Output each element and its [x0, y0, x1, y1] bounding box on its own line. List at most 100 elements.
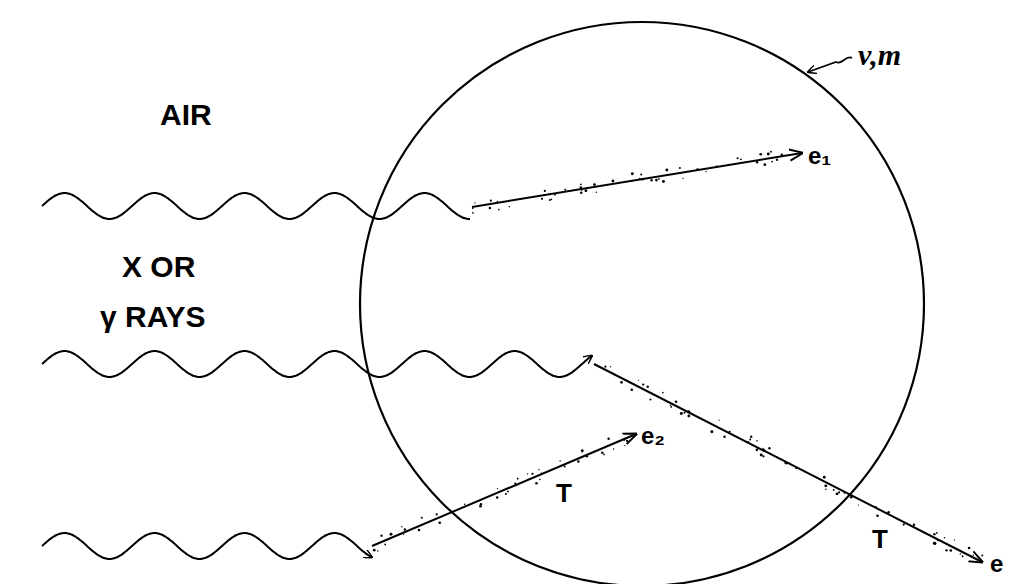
- ionization-dot: [933, 542, 936, 545]
- ionization-dot: [719, 419, 720, 420]
- ionization-dot: [384, 544, 386, 546]
- ionization-dot: [675, 400, 678, 403]
- ionization-dot: [377, 550, 379, 552]
- ionization-dot: [505, 493, 507, 495]
- ionization-dot: [624, 445, 625, 446]
- ionization-dot: [795, 467, 797, 469]
- ionization-dot: [903, 523, 905, 525]
- ionization-dot: [825, 489, 827, 491]
- ionization-dot: [421, 517, 423, 519]
- ionization-dot: [496, 496, 499, 499]
- ionization-dot: [824, 484, 827, 487]
- ionization-dot: [763, 163, 766, 166]
- ionization-dot: [729, 431, 731, 433]
- ionization-dot: [586, 455, 589, 458]
- ionization-dot: [507, 490, 509, 492]
- ionization-dot: [850, 496, 853, 499]
- ionization-dot: [613, 448, 615, 450]
- photon-wave: [42, 351, 592, 377]
- ionization-dot: [887, 511, 890, 514]
- ionization-dot: [687, 415, 690, 418]
- ionization-dot: [968, 547, 971, 550]
- ionization-dot: [949, 549, 952, 552]
- ionization-dot: [944, 537, 946, 539]
- ionization-dot: [696, 168, 699, 171]
- ionization-dot: [756, 161, 758, 163]
- ionization-dot: [858, 504, 859, 505]
- ionization-dot: [585, 189, 588, 192]
- ionization-dot: [610, 366, 611, 367]
- radiation-label: γ RAYS: [100, 302, 206, 332]
- ionization-dot: [838, 491, 840, 493]
- ionization-dot: [581, 451, 582, 452]
- ionization-dot: [620, 381, 623, 384]
- electron-label: e: [990, 552, 1003, 576]
- ionization-dot: [679, 167, 681, 169]
- ionization-dot: [647, 386, 649, 388]
- ionization-dot: [723, 435, 725, 437]
- ionization-dot: [631, 172, 634, 175]
- ionization-dot: [498, 209, 500, 211]
- ionization-dot: [762, 448, 764, 450]
- ionization-dot: [960, 553, 962, 555]
- ionization-dot: [541, 198, 543, 200]
- ionization-dot: [763, 449, 766, 452]
- ionization-dot: [843, 492, 845, 494]
- ionization-dot: [638, 380, 639, 381]
- ionization-dot: [781, 154, 783, 156]
- ionization-dot: [823, 476, 826, 479]
- ionization-dot: [490, 200, 492, 202]
- ionization-dot: [973, 555, 974, 556]
- ionization-dot: [784, 462, 786, 464]
- ionization-dot: [601, 451, 604, 454]
- ionization-dot: [596, 192, 597, 193]
- ionization-dot: [639, 178, 641, 180]
- energy-label: T: [556, 480, 572, 506]
- ionization-dot: [876, 515, 879, 518]
- ionization-dot: [559, 460, 560, 461]
- ionization-dots: [373, 151, 983, 557]
- ionization-dot: [373, 549, 376, 552]
- ionization-dot: [531, 473, 533, 475]
- photon-waves: [42, 193, 592, 559]
- ionization-dot: [509, 206, 510, 207]
- ionization-dot: [760, 453, 763, 456]
- ionization-dot: [641, 178, 643, 180]
- ionization-dot: [683, 412, 685, 414]
- ionization-dot: [770, 151, 772, 153]
- ionization-dot: [670, 405, 671, 406]
- ionization-dot: [554, 194, 556, 196]
- ionization-dot: [762, 455, 764, 457]
- ionization-dot: [577, 460, 580, 463]
- electron-label: e₁: [808, 144, 831, 168]
- ionization-dot: [438, 521, 441, 524]
- medium-label: AIR: [160, 100, 212, 130]
- ionization-dot: [759, 153, 762, 156]
- ionization-dot: [650, 179, 652, 181]
- ionization-dot: [933, 533, 935, 535]
- electron-label: e₂: [641, 424, 665, 448]
- electron-tracks: [372, 153, 982, 562]
- ionization-dot: [750, 435, 752, 437]
- ionization-dot: [564, 466, 566, 468]
- volume-circle: [360, 22, 924, 584]
- ionization-dot: [707, 168, 708, 169]
- ionization-dot: [404, 528, 406, 530]
- ionization-dot: [945, 549, 947, 551]
- ionization-dot: [937, 539, 939, 541]
- energy-label: T: [872, 526, 888, 552]
- ionization-dot: [549, 199, 551, 201]
- ionization-dot: [683, 178, 684, 179]
- ionization-dot: [611, 180, 614, 183]
- electron-track: [372, 434, 636, 546]
- ionization-dot: [687, 410, 690, 413]
- ionization-dot: [418, 529, 421, 532]
- ionization-dot: [581, 449, 584, 452]
- ionization-dot: [436, 513, 438, 515]
- ionization-dot: [954, 539, 955, 540]
- ionization-dot: [776, 159, 778, 161]
- photon-wave: [42, 193, 470, 219]
- ionization-dot: [768, 447, 770, 449]
- ionization-dot: [875, 506, 877, 508]
- ionization-dot: [962, 555, 964, 557]
